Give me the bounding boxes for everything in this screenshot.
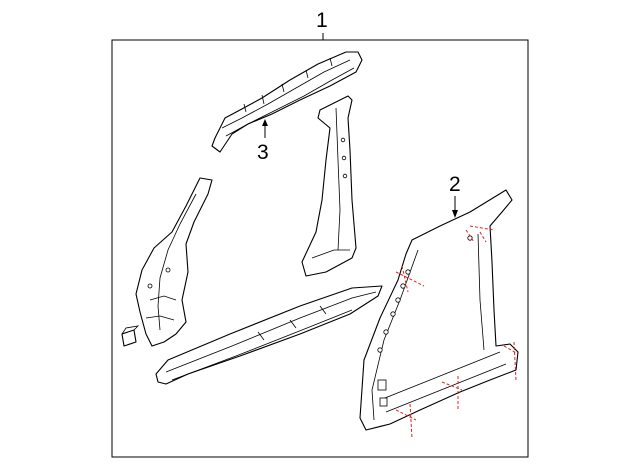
center-pillar <box>301 95 357 277</box>
callout-3-label: 3 <box>257 141 269 164</box>
front-pillar <box>135 177 213 347</box>
small-bracket <box>121 325 140 347</box>
callout-1-label: 1 <box>316 9 328 32</box>
roof-rail-reinforcement <box>211 51 363 153</box>
rocker-sill <box>155 285 383 385</box>
outer-side-panel <box>359 189 519 431</box>
callout-2-label: 2 <box>449 173 461 196</box>
callout-2-arrowhead <box>452 210 458 218</box>
cut-lines <box>395 225 519 439</box>
assembly-frame <box>111 39 529 458</box>
callout-3-arrowhead <box>262 119 268 126</box>
